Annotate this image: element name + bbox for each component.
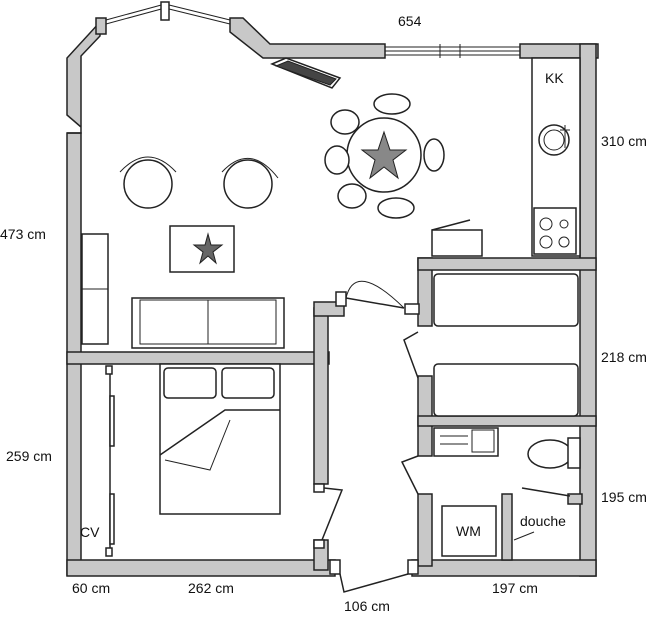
sink-icon [538,124,570,156]
dim-left-lower: 259 cm [6,448,52,464]
dining-chair [337,183,367,209]
dim-top-width: 654 [398,13,422,29]
bedroom-right-wall [313,307,329,485]
wardrobe-room [433,273,579,417]
dim-bottom-left: 60 cm [72,580,110,596]
bed-cover [159,409,280,456]
burner-icon [539,235,553,249]
washing-machine [441,505,497,557]
rug-star-icon [192,232,224,265]
label-washer: WM [456,523,481,539]
table-centerpiece-icon [360,130,408,180]
shower-icon [513,531,535,541]
bench [433,363,579,417]
door-wardrobe [403,331,419,379]
door-bedroom [321,487,344,541]
label-shower: douche [520,513,566,529]
armchair [223,159,273,209]
interior-walls [66,257,597,575]
bedroom [105,363,281,557]
dim-left-upper: 473 cm [0,226,46,242]
toilet [527,439,573,469]
shower-wall-right [567,493,583,505]
armchair [123,159,173,209]
burner-icon [559,219,569,229]
label-kitchen: KK [545,70,564,86]
dining-chair [324,145,350,175]
outer-walls [66,17,599,577]
left-bay-wall [66,20,101,134]
pillow [221,367,275,399]
wardrobe-bathroom-wall [417,415,597,427]
dining-chair [423,138,445,172]
hall-top-wall [417,257,597,271]
door-bathroom [400,455,419,495]
label-closet: CV [80,524,100,540]
top-mid-wall [229,17,386,59]
windows [105,1,520,58]
dim-right-middle: 218 cm [601,349,647,365]
dining-chair [377,197,415,219]
bathroom-left-wall-c [417,493,433,567]
door-shower [521,487,571,497]
dim-right-lower: 195 cm [601,489,647,505]
doors [321,280,571,593]
shower-wall [501,493,513,561]
burner-icon [558,236,570,248]
living-room [81,57,483,349]
door-entrance [339,573,409,593]
dim-bottom-mid: 262 cm [188,580,234,596]
kitchen [531,57,581,257]
dim-right-upper: 310 cm [601,133,647,149]
door-hall [345,297,405,309]
bottom-wall-left [66,559,336,577]
top-left-wall [95,17,107,35]
bottom-wall-right [411,559,597,577]
desk-chair [431,229,483,257]
stove [533,207,577,255]
pillow [163,367,217,399]
burner-icon [539,217,553,231]
dim-bottom-right: 197 cm [492,580,538,596]
dining-chair [373,93,411,115]
bathroom-sink [433,427,499,457]
living-bedroom-wall [66,351,330,365]
bathroom [433,427,581,557]
dim-bottom-door: 106 cm [344,598,390,614]
dining-chair [330,109,360,135]
bench [433,273,579,327]
